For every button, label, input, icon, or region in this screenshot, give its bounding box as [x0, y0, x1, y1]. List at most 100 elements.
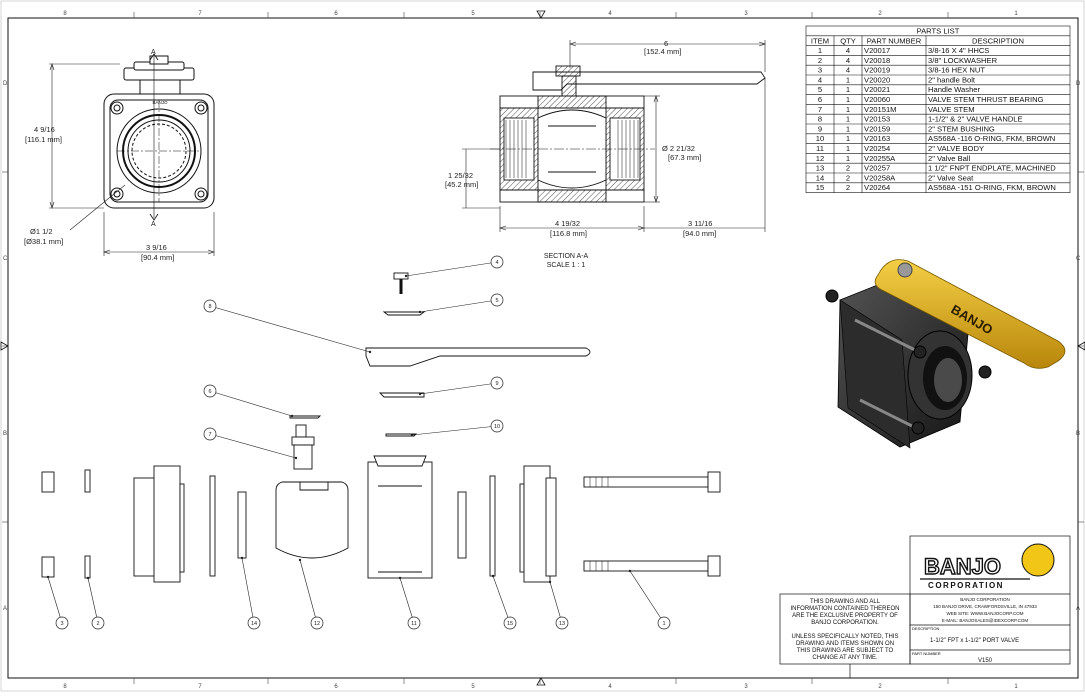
zone-col-top: 2: [878, 11, 882, 17]
exploded-view: [41, 272, 721, 583]
parts-list-cell: V20257: [864, 164, 890, 173]
dim-body-height-mm: [116.1 mm]: [25, 135, 62, 144]
zone-col-top: 1: [1014, 11, 1018, 17]
parts-list-cell: 1: [846, 105, 850, 114]
item-balloon: 2: [96, 621, 99, 627]
parts-list-cell: V20163: [864, 134, 890, 143]
drawing-part-number: V150: [978, 658, 993, 664]
item-balloon: 11: [411, 621, 417, 627]
parts-list-cell: 7: [818, 105, 822, 114]
parts-list-cell: 3/8-16 X 4" HHCS: [928, 46, 989, 55]
zone-row-left: A: [3, 606, 7, 612]
item-balloon: 7: [208, 432, 211, 438]
notice-property: THIS DRAWING AND ALL: [810, 599, 881, 605]
zone-col-bottom: 6: [334, 684, 338, 690]
item-balloon: 14: [251, 621, 257, 627]
zone-col-bottom: 7: [198, 684, 202, 690]
zone-row-left: B: [3, 431, 7, 437]
parts-list-cell: AS568A -116 O-RING, FKM, BROWN: [928, 134, 1055, 143]
notice-change: THIS DRAWING ARE SUBJECT TO: [797, 648, 894, 654]
parts-list-cell: 6: [818, 95, 822, 104]
title-block: [779, 535, 1071, 678]
parts-list-cell: 4: [846, 46, 850, 55]
section-dim-lines: [462, 40, 766, 232]
parts-list-cell: V20159: [864, 124, 890, 133]
parts-list-cell: 2" Valve Ball: [928, 154, 971, 163]
parts-list-cell: 12: [816, 154, 824, 163]
parts-list-cell: 1: [846, 124, 850, 133]
zone-col-top: 3: [744, 11, 748, 17]
sheet-border: [7, 17, 1079, 679]
company-address: 150 BANJO DRIVE, CRAWFORDSVILLE, IN 4793…: [933, 604, 1037, 609]
zone-col-top: 8: [63, 11, 67, 17]
parts-list-cell: 1: [846, 115, 850, 124]
notice-change: DRAWING AND ITEMS SHOWN ON: [796, 641, 894, 647]
parts-list-cell: 2" handle Bolt: [928, 75, 976, 84]
zone-col-top: 7: [198, 11, 202, 17]
zone-col-bottom: 4: [608, 684, 612, 690]
parts-list-cell: 15: [816, 183, 824, 192]
parts-list-cell: 13: [816, 164, 824, 173]
item-balloon: 3: [60, 621, 63, 627]
parts-list-cell: V20060: [864, 95, 890, 104]
parts-list-cell: V20254: [864, 144, 890, 153]
zone-row-right: C: [1076, 256, 1081, 262]
parts-list-cell: V20153: [864, 115, 890, 124]
item-balloon: 1: [662, 621, 665, 627]
parts-list-cell: 2" STEM BUSHING: [928, 124, 995, 133]
notice-change: UNLESS SPECIFICALLY NOTED, THIS: [791, 634, 898, 640]
zone-col-top: 5: [471, 11, 475, 17]
svg-text:BANJO: BANJO: [924, 554, 1001, 579]
parts-list-cell: 11: [816, 144, 824, 153]
zone-row-right: A: [1076, 606, 1080, 612]
parts-list-header: DESCRIPTION: [972, 36, 1024, 45]
zone-col-top: 6: [334, 11, 338, 17]
item-balloon: 10: [494, 424, 500, 430]
section-scale: SCALE 1 : 1: [547, 262, 586, 269]
parts-list-cell: 2" Valve Seat: [928, 173, 974, 182]
zone-col-top: 4: [608, 11, 612, 17]
dim-handle-ext-mm: [94.0 mm]: [683, 229, 716, 238]
notice-property: BANJO CORPORATION.: [811, 620, 879, 626]
item-balloon: 12: [314, 621, 320, 627]
parts-list-cell: 2: [818, 56, 822, 65]
parts-list-cell: AS568A -151 O-RING, FKM, BROWN: [928, 183, 1056, 192]
parts-list-cell: 1-1/2" & 2" VALVE HANDLE: [928, 115, 1023, 124]
valve-3d-image: BANJO: [825, 259, 1066, 449]
item-balloon: 4: [495, 260, 498, 266]
section-view: [490, 65, 766, 203]
zone-col-bottom: 1: [1014, 684, 1018, 690]
dim-port-dia: Ø1 1/2: [30, 227, 53, 236]
parts-list-cell: V20151M: [864, 105, 897, 114]
item-balloon: 8: [208, 304, 211, 310]
parts-list-cell: 1: [846, 144, 850, 153]
zone-row-left: C: [3, 256, 8, 262]
description-label: DESCRIPTION: [912, 626, 939, 631]
parts-list-title: PARTS LIST: [917, 27, 960, 36]
parts-list-cell: 1: [846, 95, 850, 104]
dim-overall-length: 6: [664, 39, 668, 48]
dim-center-height: 1 25/32: [448, 171, 473, 180]
parts-list-cell: V20264: [864, 183, 890, 192]
notice-property: INFORMATION CONTAINED THEREON: [790, 606, 899, 612]
parts-list-header: QTY: [840, 36, 856, 45]
dim-body-width: 3 9/16: [146, 243, 167, 252]
dim-center-height-mm: [45.2 mm]: [445, 180, 478, 189]
center-arrows: [0, 10, 1085, 686]
parts-list-cell: 14: [816, 173, 824, 182]
zone-col-bottom: 3: [744, 684, 748, 690]
part-number-label: PART NUMBER: [912, 651, 941, 656]
parts-list-cell: V20017: [864, 46, 890, 55]
zone-col-bottom: 2: [878, 684, 882, 690]
zone-col-bottom: 8: [63, 684, 67, 690]
parts-list-cell: 3/8-16 HEX NUT: [928, 66, 985, 75]
parts-list-cell: 1 1/2" FNPT ENDPLATE, MACHINED: [928, 164, 1056, 173]
company-email: E-MAIL: BANJOSALES@IDEXCORP.COM: [942, 618, 1029, 623]
section-mark-top: A: [151, 49, 156, 56]
parts-list-header: PART NUMBER: [867, 36, 922, 45]
dim-body-length-mm: [116.8 mm]: [550, 229, 587, 238]
parts-list-cell: 10: [816, 134, 824, 143]
